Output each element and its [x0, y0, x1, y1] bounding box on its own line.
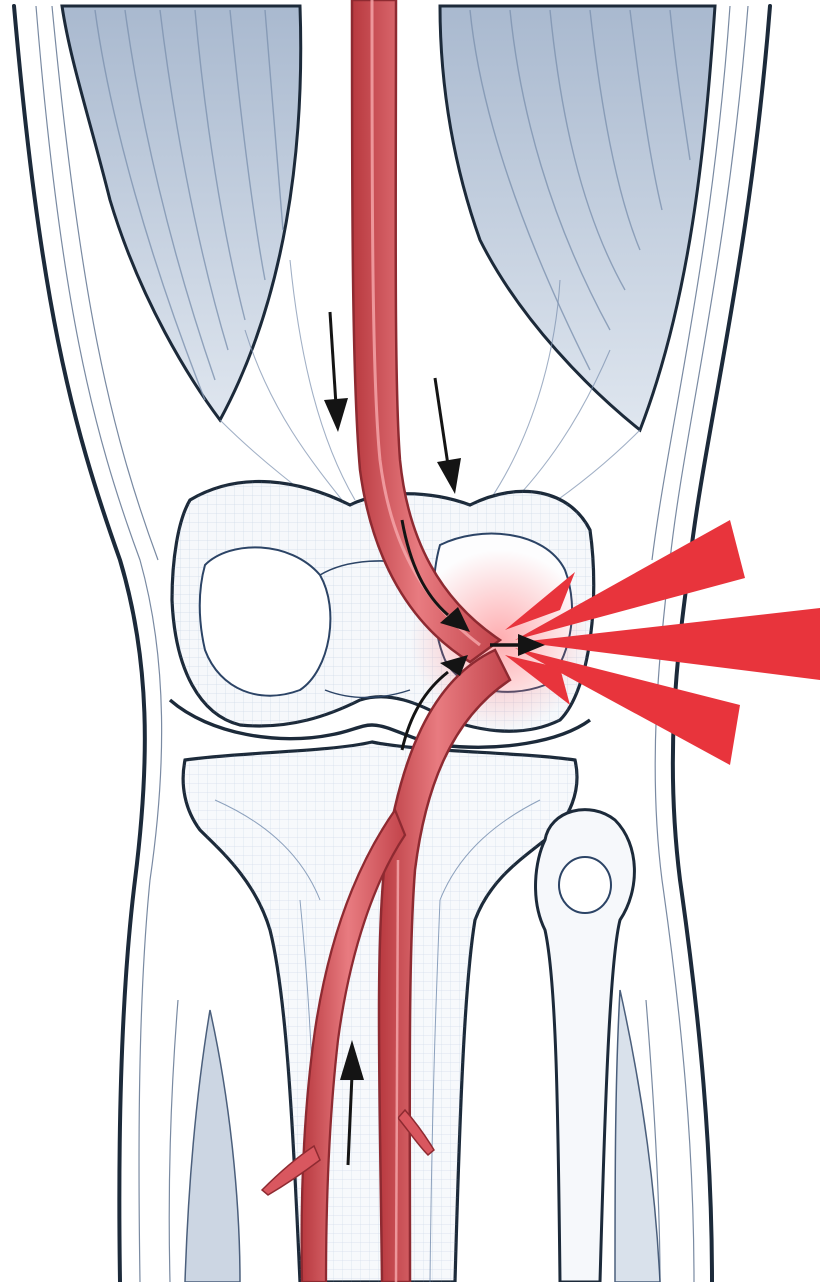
arrow-icon: [435, 378, 461, 494]
thigh-muscle-left: [62, 6, 301, 420]
thigh-muscle-right: [440, 6, 715, 430]
arrow-icon: [324, 312, 348, 432]
